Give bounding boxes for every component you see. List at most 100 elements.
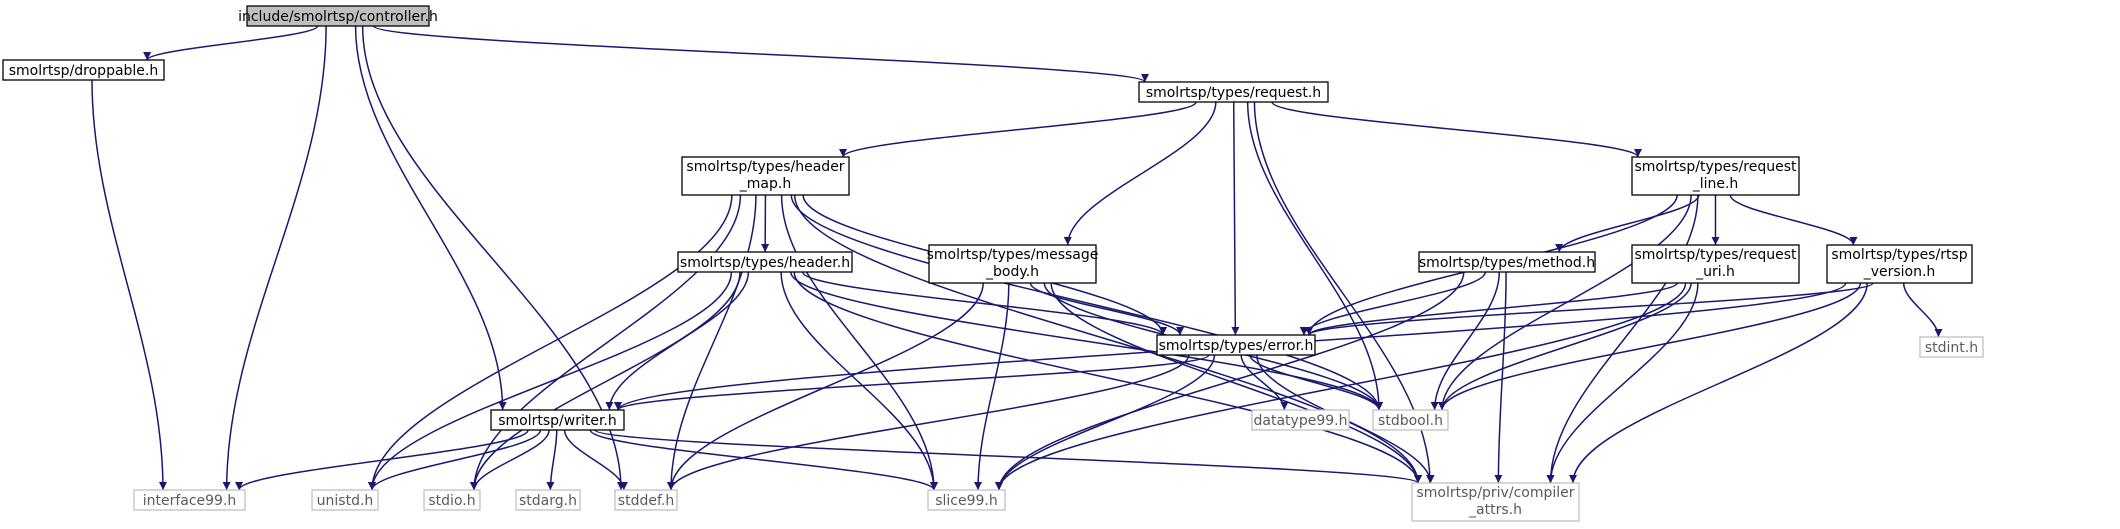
edge-writer-to-unistd — [368, 429, 542, 491]
node-request-uri[interactable]: smolrtsp/types/request_uri.h — [1631, 244, 1800, 284]
node-label: stddef.h — [618, 493, 674, 509]
edge-error-to-stdbool — [1249, 354, 1383, 411]
dependency-edges — [91, 25, 1943, 491]
node-label: _version.h — [1863, 264, 1936, 280]
edge-request-to-message_body — [1063, 101, 1217, 246]
node-datatype99: datatype99.h — [1251, 409, 1350, 431]
edge-header-to-stdio — [470, 271, 741, 491]
node-box — [1138, 81, 1329, 103]
node-method[interactable]: smolrtsp/types/method.h — [1418, 251, 1596, 273]
edge-request_line-to-rtsp_version — [1729, 194, 1858, 246]
node-box — [2, 59, 165, 81]
edge-error-to-stddef — [667, 354, 1190, 491]
node-box — [1919, 336, 1984, 358]
node-box — [1251, 409, 1350, 431]
node-request-line[interactable]: smolrtsp/types/request_line.h — [1631, 156, 1800, 196]
node-box — [928, 244, 1097, 284]
node-controller[interactable]: include/smolrtsp/controller.h — [238, 5, 438, 27]
node-label: interface99.h — [143, 493, 237, 509]
edge-error-to-datatype99 — [1240, 354, 1289, 411]
edge-header_map-to-stddef — [667, 194, 757, 491]
edge-method-to-compiler_attrs — [1494, 271, 1507, 484]
edge-controller-to-droppable — [143, 25, 319, 61]
edge-header-to-unistd — [368, 271, 733, 491]
node-label: slice99.h — [935, 493, 998, 509]
edge-request_uri-to-slice99 — [995, 282, 1687, 491]
edge-method-to-slice99 — [995, 271, 1465, 491]
edge-writer-to-stdarg — [546, 429, 558, 491]
edge-rtsp_version-to-compiler_attrs — [1569, 282, 1868, 484]
node-stdio: stdio.h — [423, 489, 481, 511]
edge-droppable-to-interface99 — [91, 79, 167, 491]
node-box — [681, 156, 850, 196]
node-compiler-attrs: smolrtsp/priv/compiler_attrs.h — [1411, 482, 1580, 522]
node-label: smolrtsp/types/header — [686, 159, 844, 175]
node-header[interactable]: smolrtsp/types/header.h — [677, 251, 853, 273]
edge-error-to-writer — [614, 354, 1210, 411]
node-label: stdint.h — [1925, 340, 1978, 356]
edge-request-to-request_line — [1271, 101, 1642, 158]
node-box — [677, 251, 853, 273]
node-label: _attrs.h — [1468, 502, 1522, 518]
node-label: stdarg.h — [519, 493, 577, 509]
node-unistd: unistd.h — [311, 489, 379, 511]
edge-controller-to-request — [373, 25, 1149, 83]
node-box — [246, 5, 430, 27]
edge-header_map-to-stdbool — [790, 194, 1383, 411]
node-label: smolrtsp/types/request — [1634, 247, 1797, 263]
node-label: stdbool.h — [1378, 413, 1443, 429]
node-label: smolrtsp/types/request.h — [1146, 85, 1321, 101]
node-label: smolrtsp/types/message — [927, 247, 1099, 263]
node-label: stdio.h — [428, 493, 475, 509]
node-rtsp-version[interactable]: smolrtsp/types/rtsp_version.h — [1826, 244, 1973, 284]
edge-message_body-to-error — [1029, 282, 1185, 336]
node-label: smolrtsp/types/method.h — [1419, 255, 1595, 271]
edge-header_map-to-unistd — [368, 194, 733, 491]
edge-header_map-to-stdio — [470, 194, 742, 491]
node-interface99: interface99.h — [133, 489, 246, 511]
edge-controller-to-writer — [354, 25, 507, 411]
node-header-map[interactable]: smolrtsp/types/header_map.h — [681, 156, 850, 196]
edge-header_map-to-slice99 — [780, 194, 938, 491]
node-label: smolrtsp/priv/compiler — [1417, 485, 1575, 501]
edge-request_uri-to-compiler_attrs — [1546, 282, 1699, 484]
edge-request_line-to-compiler_attrs — [1546, 194, 1699, 484]
node-label: unistd.h — [317, 493, 374, 509]
edge-method-to-error — [1299, 271, 1487, 336]
edge-writer-to-slice99 — [589, 429, 938, 491]
edge-controller-to-interface99 — [222, 25, 327, 491]
node-box — [1411, 482, 1580, 522]
edge-writer-to-stddef — [563, 429, 628, 491]
edge-rtsp_version-to-stdbool — [1438, 282, 1862, 411]
node-stdbool: stdbool.h — [1372, 409, 1449, 431]
edge-message_body-to-compiler_attrs — [1050, 282, 1422, 484]
node-error[interactable]: smolrtsp/types/error.h — [1156, 334, 1316, 356]
edge-header-to-stdbool — [790, 271, 1383, 411]
node-box — [927, 489, 1006, 511]
node-label: _map.h — [739, 176, 791, 192]
node-request[interactable]: smolrtsp/types/request.h — [1138, 81, 1329, 103]
edge-message_body-to-slice99 — [974, 282, 1010, 491]
edge-writer-to-interface99 — [235, 429, 529, 491]
node-box — [311, 489, 379, 511]
node-label: smolrtsp/types/header.h — [680, 255, 850, 271]
edge-request_uri-to-stdbool — [1438, 282, 1692, 411]
file-nodes: include/smolrtsp/controller.h smolrtsp/dr… — [2, 5, 1984, 522]
node-label: _line.h — [1692, 176, 1739, 192]
node-box — [490, 409, 625, 431]
node-writer[interactable]: smolrtsp/writer.h — [490, 409, 625, 431]
edge-writer-to-compiler_attrs — [594, 429, 1422, 484]
edge-request_line-to-method — [1555, 194, 1700, 253]
node-box — [1418, 251, 1596, 273]
node-label: datatype99.h — [1254, 413, 1348, 429]
node-box — [614, 489, 678, 511]
node-message-body[interactable]: smolrtsp/types/message_body.h — [927, 244, 1099, 284]
node-box — [1631, 244, 1800, 284]
node-box — [1372, 409, 1449, 431]
node-slice99: slice99.h — [927, 489, 1006, 511]
node-label: smolrtsp/types/rtsp — [1831, 247, 1967, 263]
node-droppable[interactable]: smolrtsp/droppable.h — [2, 59, 165, 81]
node-label: smolrtsp/droppable.h — [9, 63, 159, 79]
edge-writer-to-stdio — [470, 429, 550, 491]
edge-header-to-error — [801, 271, 1167, 336]
